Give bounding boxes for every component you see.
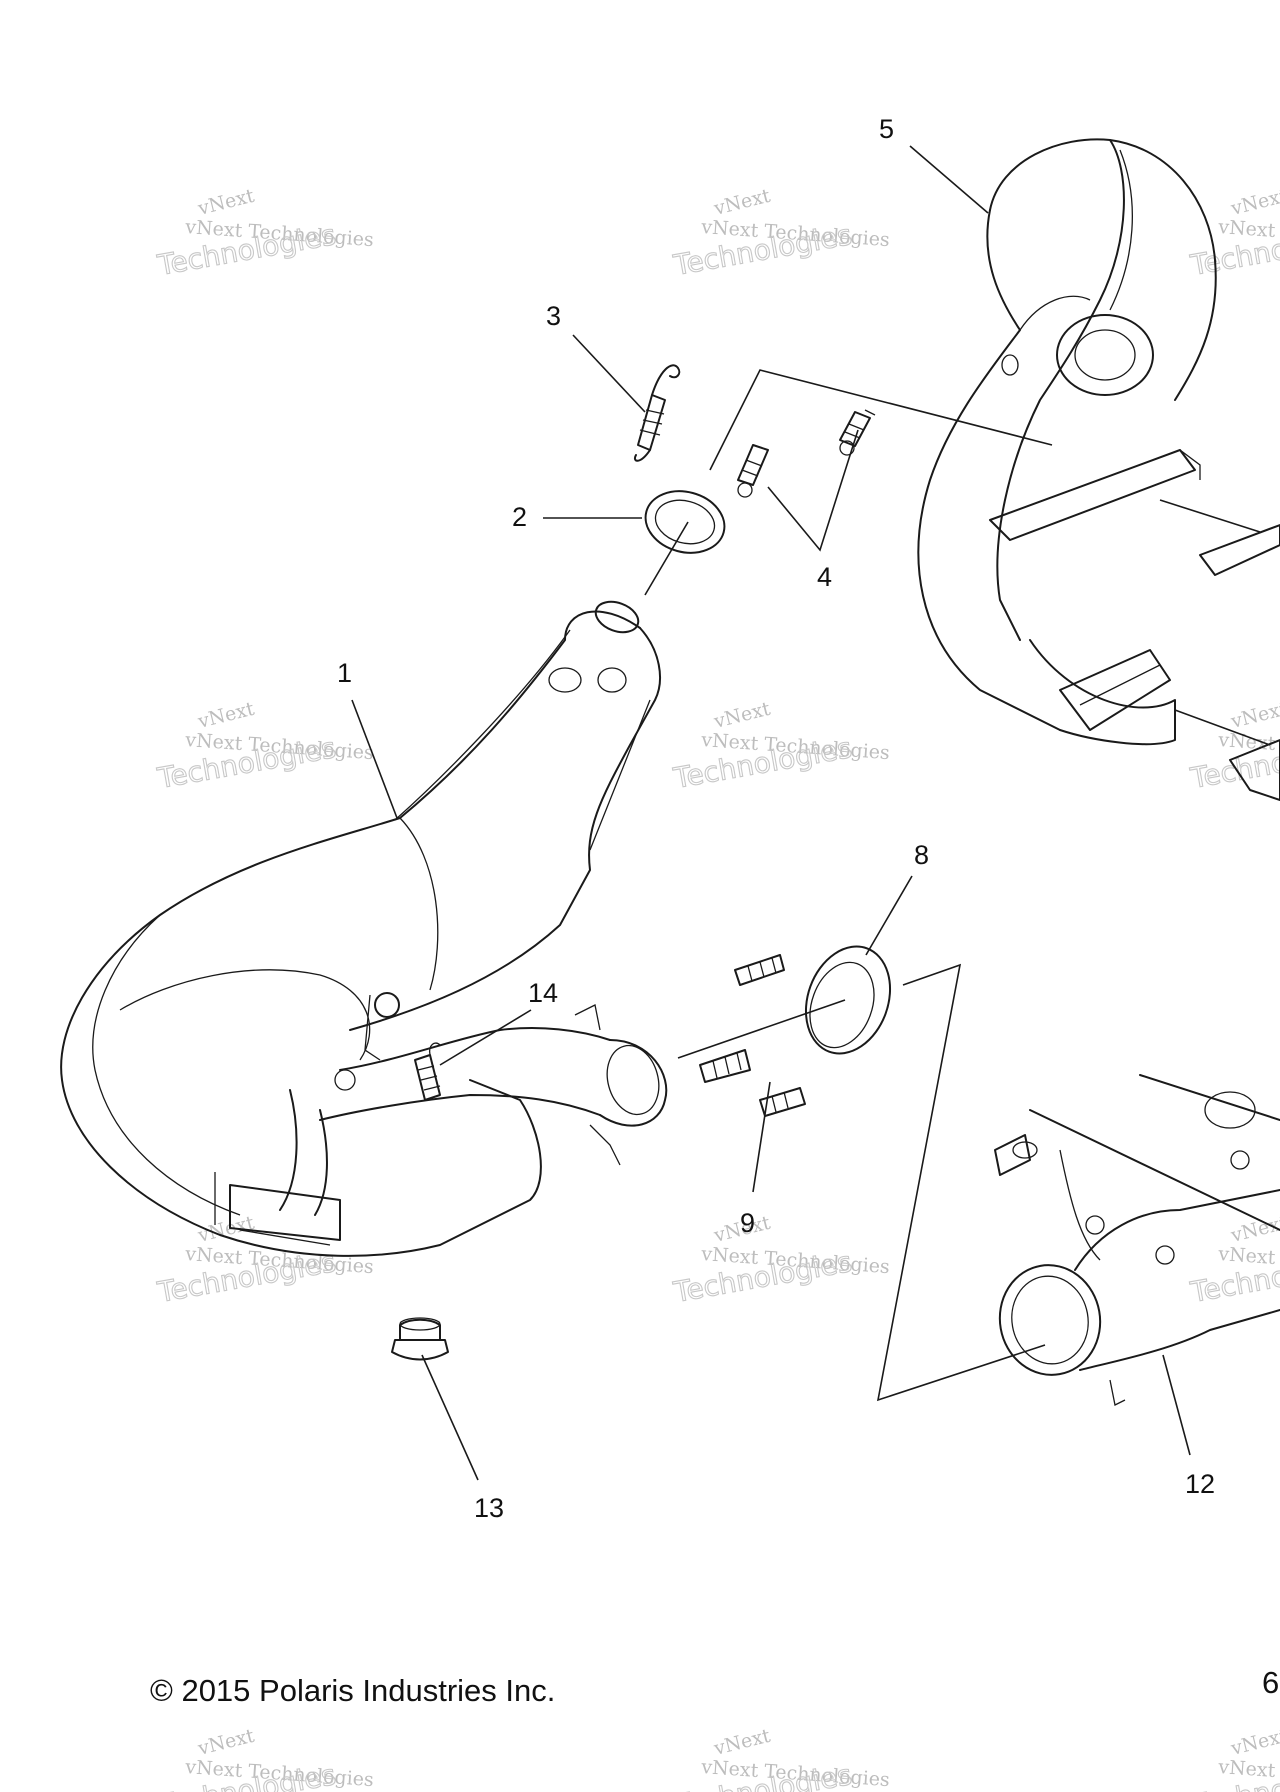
part-3-spring [634,364,681,462]
callout-labels: 3 2 4 5 1 8 14 9 12 13 [337,114,1215,1523]
part-9-springs [699,954,806,1117]
part-1-expansion-chamber [60,600,668,1257]
callout-14: 14 [528,978,558,1008]
callout-13: 13 [474,1493,504,1523]
part-4-springs [737,409,876,498]
callout-1: 1 [337,658,352,688]
part-13-plug [391,1317,449,1361]
callout-8: 8 [914,840,929,870]
watermark-line1: vNext [195,698,257,733]
watermark-line1: vNext [1228,698,1280,733]
callout-5: 5 [879,114,894,144]
part-12-manifold [994,1074,1280,1406]
watermark-line1: vNext [711,698,773,733]
watermark-line1: vNext [711,185,773,220]
watermark-line1: vNext [711,1725,773,1760]
callout-12: 12 [1185,1469,1215,1499]
callout-9: 9 [740,1208,755,1238]
leader-lines [351,145,1271,1481]
part-5-exhaust-elbow [917,138,1280,801]
part-2-seal-ring [644,490,726,554]
page-number-fragment: 6 [1262,1665,1280,1700]
copyright-notice: © 2015 Polaris Industries Inc. [150,1673,556,1708]
watermark-line1: vNext [1228,1725,1280,1760]
callout-4: 4 [817,562,832,592]
callout-2: 2 [512,502,527,532]
watermark-line1: vNext [195,1725,257,1760]
callout-3: 3 [546,301,561,331]
part-8-seal-ring [804,945,892,1055]
watermark-line1: vNext [195,185,257,220]
part-14-spring [414,1042,441,1101]
watermark-line1: vNext [1228,185,1280,220]
